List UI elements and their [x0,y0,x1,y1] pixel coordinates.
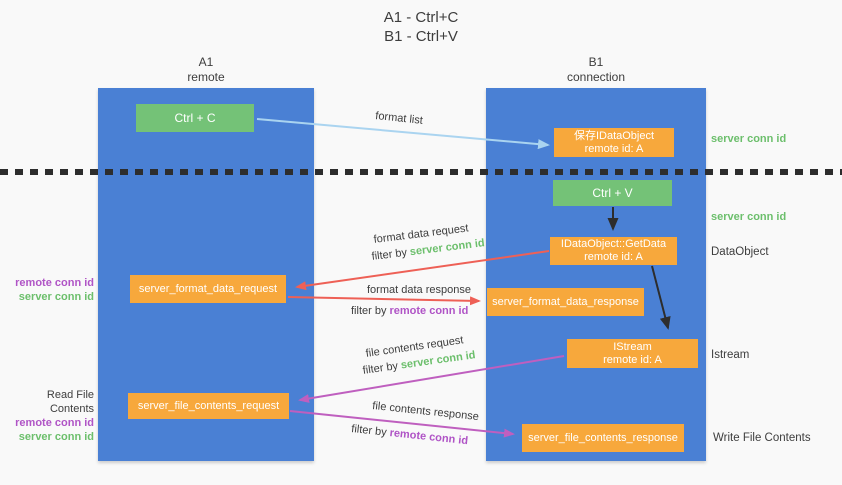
getdata-line1: IDataObject::GetData [560,238,667,250]
ctrl-v-label: Ctrl + V [592,185,633,200]
title-line-1: A1 - Ctrl+C [383,9,459,26]
remote-conn-id-key: remote conn id [15,277,94,289]
ctrl-v-box: Ctrl + V [553,180,672,206]
filter-by-text: filter by [350,423,388,439]
idataobject-getdata-box: IDataObject::GetData remote id: A [550,237,677,265]
read-file-contents-annotation: Read File Contents remote conn id server… [0,388,94,444]
save-idataobject-line2: remote id: A [584,142,644,155]
server-format-data-request-label: server_format_data_request [138,282,278,295]
istream-box: IStream remote id: A [567,339,698,368]
ctrl-c-box: Ctrl + C [136,104,254,132]
column-b1-role: connection [566,70,626,84]
server-conn-id-key: server conn id [409,237,486,259]
write-file-contents-annotation: Write File Contents [713,432,811,444]
server-conn-id-key: server conn id [18,291,94,303]
istream-line1: IStream [613,340,652,353]
server-file-contents-request-label: server_file_contents_request [137,399,280,412]
server-format-data-response-box: server_format_data_response [487,288,644,316]
filter-by-text: filter by [351,305,387,317]
format-request-conn-id-annotation: remote conn id server conn id [0,276,94,304]
remote-conn-id-key: remote conn id [389,305,469,317]
istream-annotation: Istream [711,349,750,361]
column-a1-role: remote [187,70,225,84]
server-format-data-response-label: server_format_data_response [492,295,639,308]
save-idataobject-line1: 保存IDataObject [573,129,655,142]
filter-by-text: filter by [362,360,399,377]
server-conn-id-annotation-top: server conn id [711,133,787,145]
remote-conn-id-key: remote conn id [15,417,94,429]
dataobject-annotation: DataObject [711,246,769,258]
session-divider-dotted-line [0,169,842,175]
column-header-b1: B1 connection [486,55,706,85]
title-line-2: B1 - Ctrl+V [384,28,458,45]
save-idataobject-box: 保存IDataObject remote id: A [554,128,674,157]
column-header-a1: A1 remote [98,55,314,85]
istream-line2: remote id: A [603,353,662,366]
filter-by-text: filter by [371,246,408,263]
server-file-contents-response-label: server_file_contents_response [528,431,678,444]
server-file-contents-request-box: server_file_contents_request [128,393,289,419]
remote-conn-id-key: remote conn id [389,427,469,448]
format-data-response-label: format data response [367,284,471,296]
server-conn-id-key: server conn id [18,431,94,443]
arrow-format-data-response [287,296,481,306]
file-contents-response-label: file contents response [371,400,480,424]
server-conn-id-annotation-mid: server conn id [711,211,787,223]
ctrl-c-label: Ctrl + C [174,110,216,125]
format-list-label: format list [374,110,424,127]
column-b1-name: B1 [588,55,604,69]
server-file-contents-response-box: server_file_contents_response [522,424,684,452]
getdata-line2: remote id: A [584,251,643,263]
server-format-data-request-box: server_format_data_request [130,275,286,303]
column-a1-name: A1 [198,55,214,69]
read-file-contents-label: Read File Contents [46,389,94,415]
page-title: A1 - Ctrl+C B1 - Ctrl+V [0,8,842,46]
